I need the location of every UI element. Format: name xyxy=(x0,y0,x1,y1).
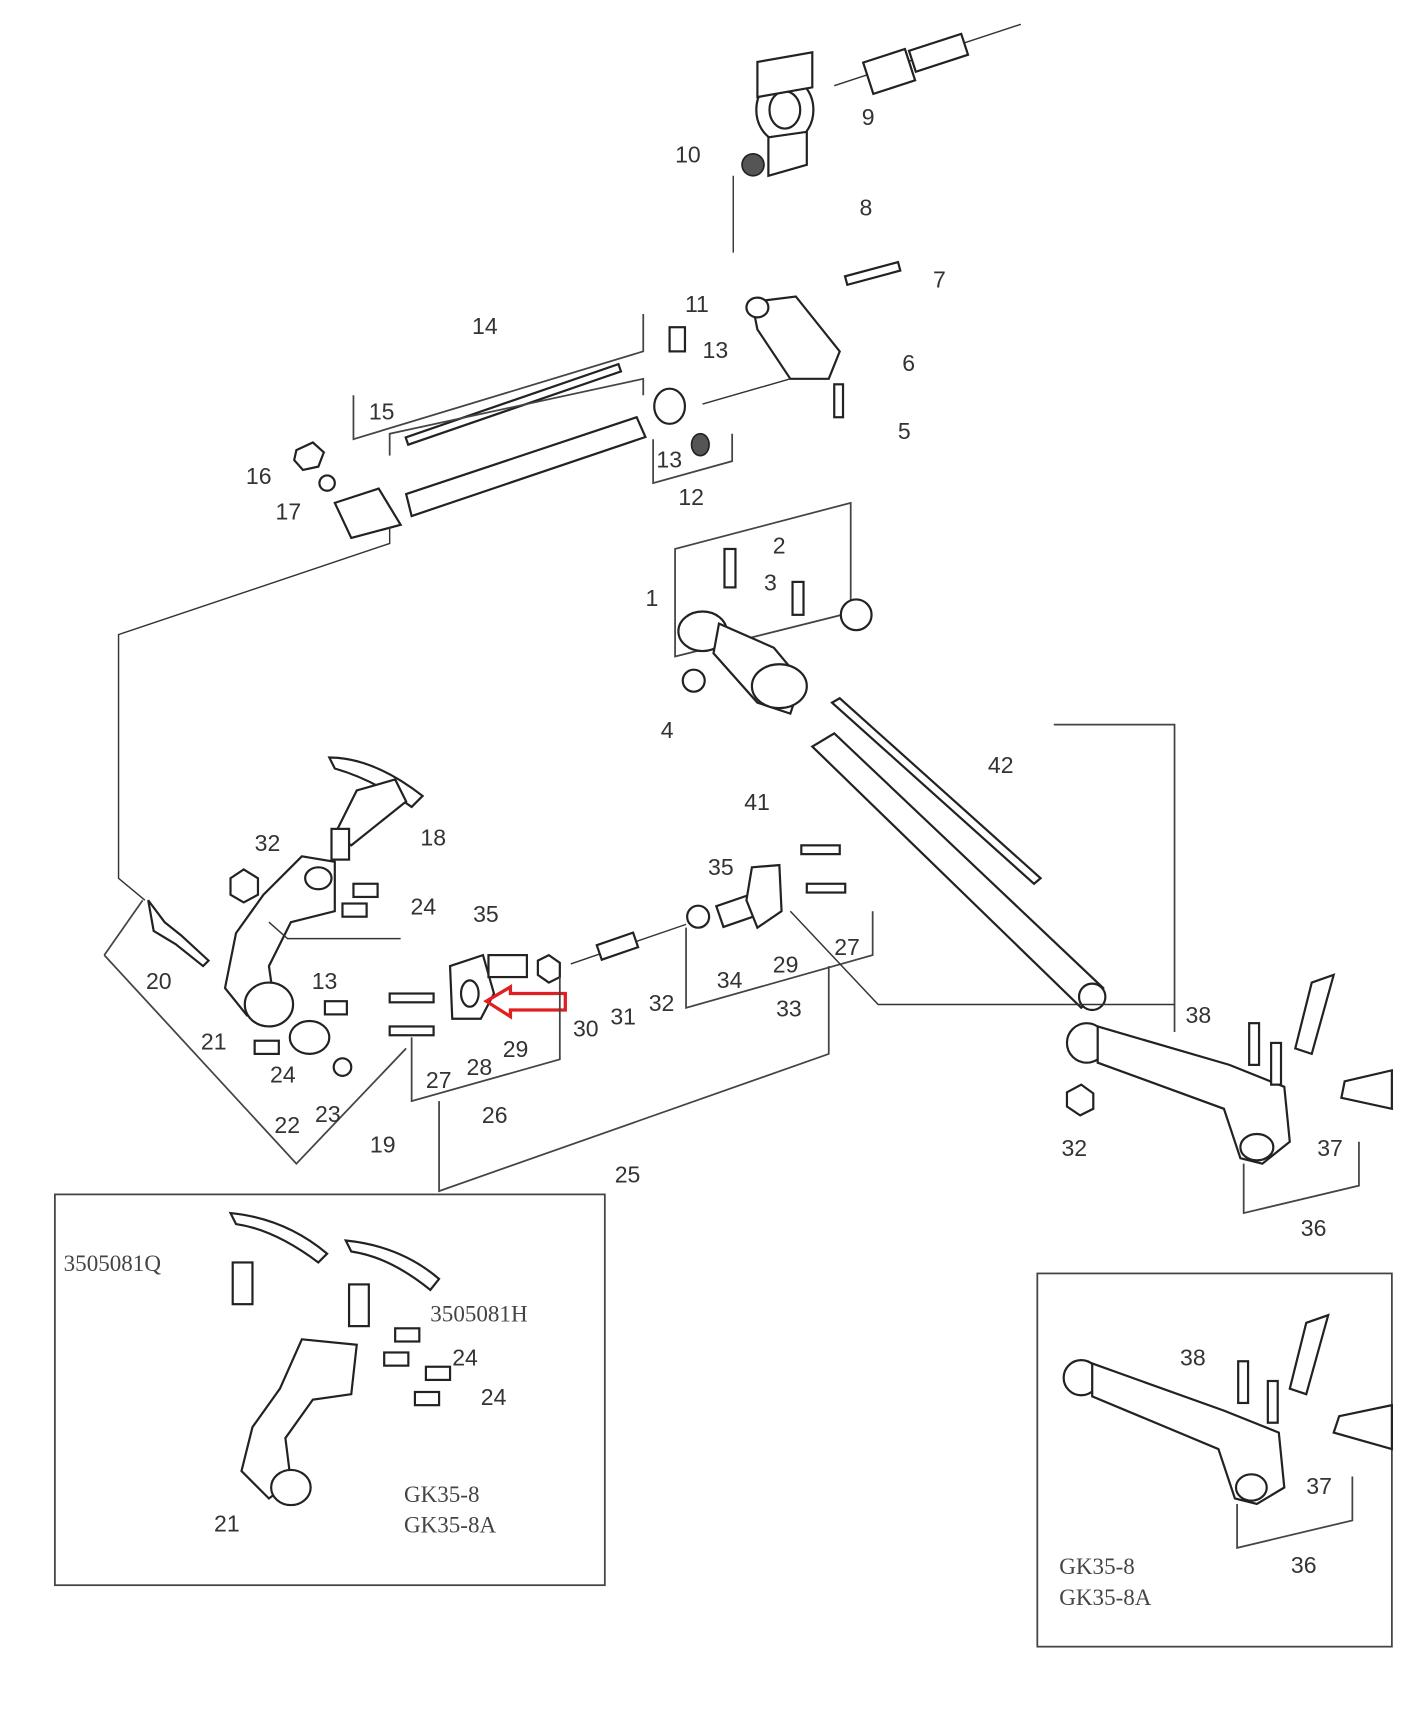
callout-33: 33 xyxy=(776,996,802,1022)
callout-27: 27 xyxy=(834,934,860,960)
part-8-block xyxy=(756,50,814,99)
callout-28: 28 xyxy=(467,1054,493,1080)
part-9-crank xyxy=(755,75,815,178)
callout-8: 8 xyxy=(859,194,872,220)
part-20-stud xyxy=(147,899,211,968)
part-14-shaft xyxy=(333,362,647,540)
callout-42: 42 xyxy=(988,752,1014,778)
callout-16: 16 xyxy=(246,463,272,489)
callout-6: 6 xyxy=(902,350,915,376)
callout-12: 12 xyxy=(678,484,704,510)
inset-left-box xyxy=(54,1193,606,1587)
callout-21: 21 xyxy=(201,1029,227,1055)
callout-10: 10 xyxy=(675,142,701,168)
callout-13: 13 xyxy=(312,968,338,994)
inset-right-parts xyxy=(1062,1313,1393,1549)
model-label: GK35-8 xyxy=(1059,1553,1135,1579)
part-32-nut xyxy=(229,868,260,904)
part-26-block xyxy=(388,953,528,1037)
callout-32: 32 xyxy=(1061,1135,1087,1161)
callout-18: 18 xyxy=(420,824,446,850)
inset-label: 24 xyxy=(481,1384,507,1410)
callout-26: 26 xyxy=(482,1102,508,1128)
callout-9: 9 xyxy=(862,104,875,130)
part-30-nut xyxy=(536,953,561,984)
callout-2: 2 xyxy=(773,532,786,558)
callout-23: 23 xyxy=(315,1101,341,1127)
callout-24: 24 xyxy=(411,893,437,919)
callout-37: 37 xyxy=(1317,1135,1343,1161)
brackets-14-12 xyxy=(117,314,791,901)
callout-27: 27 xyxy=(426,1067,452,1093)
callout-36: 36 xyxy=(1301,1215,1327,1241)
part-16-nut xyxy=(292,441,326,472)
callout-15: 15 xyxy=(369,398,395,424)
part-18-lever xyxy=(327,756,425,861)
callout-14: 14 xyxy=(472,313,498,339)
callout-41: 41 xyxy=(744,789,770,815)
callout-13: 13 xyxy=(656,447,682,473)
part-10-nut xyxy=(741,152,765,177)
callout-1: 1 xyxy=(645,585,658,611)
callout-19: 19 xyxy=(370,1132,396,1158)
callout-32: 32 xyxy=(649,990,675,1016)
model-label: GK35-8A xyxy=(1059,1584,1152,1610)
callout-11: 11 xyxy=(685,291,709,317)
inset-label: 21 xyxy=(214,1510,240,1536)
callout-13: 13 xyxy=(703,337,729,363)
part-24-setscrews xyxy=(253,882,379,1055)
part-23-nut xyxy=(332,1057,353,1077)
part-32-nut-b xyxy=(686,904,711,929)
callout-32: 32 xyxy=(255,830,281,856)
part-6-link xyxy=(745,295,841,380)
callout-38: 38 xyxy=(1186,1002,1212,1028)
part-33-block xyxy=(714,844,847,930)
brackets-lower xyxy=(103,899,1175,1193)
part-5-screw xyxy=(833,383,845,419)
callout-25: 25 xyxy=(615,1161,641,1187)
inset-right-box xyxy=(1036,1272,1393,1648)
part-41-shaft xyxy=(810,732,1107,1012)
callout-20: 20 xyxy=(146,968,172,994)
callout-34: 34 xyxy=(717,967,743,993)
inset-labels: 3505081Q 3505081H 24 24 21 GK35-8 GK35-8… xyxy=(64,1250,1332,1610)
part-21-arm xyxy=(223,855,336,1028)
model-label: GK35-8A xyxy=(404,1511,497,1537)
model-label: GK35-8 xyxy=(404,1481,480,1507)
callout-4: 4 xyxy=(661,717,674,743)
inset-label: 24 xyxy=(452,1345,478,1371)
callout-17: 17 xyxy=(276,498,302,524)
part-36-lever xyxy=(1065,973,1393,1215)
part-17-washer xyxy=(318,474,336,492)
part-31-rod xyxy=(570,923,687,965)
shaft-top xyxy=(834,23,1022,96)
callout-31: 31 xyxy=(610,1003,636,1029)
callout-5: 5 xyxy=(898,418,911,444)
inset-label: 38 xyxy=(1180,1345,1206,1371)
callout-35: 35 xyxy=(708,854,734,880)
inset-left-parts xyxy=(228,1211,452,1507)
part-1-assembly xyxy=(674,501,873,716)
highlight-arrow xyxy=(483,984,567,1020)
part-number-3505081H: 3505081H xyxy=(430,1301,527,1327)
callout-3: 3 xyxy=(764,570,777,596)
part-32-nut-c xyxy=(1065,1083,1095,1117)
inset-label: 37 xyxy=(1306,1473,1332,1499)
callout-29: 29 xyxy=(773,952,799,978)
callout-24: 24 xyxy=(270,1061,296,1087)
callout-30: 30 xyxy=(573,1015,599,1041)
part-22-collar xyxy=(288,1019,331,1055)
part-7-pin xyxy=(843,260,902,287)
callout-7: 7 xyxy=(933,267,946,293)
callout-22: 22 xyxy=(274,1112,300,1138)
part-12-collar xyxy=(653,387,710,457)
callout-35: 35 xyxy=(473,901,499,927)
callout-29: 29 xyxy=(503,1036,529,1062)
part-13-setscrew xyxy=(668,326,687,353)
part-number-3505081Q: 3505081Q xyxy=(64,1250,162,1276)
part-42-pin xyxy=(830,696,1043,886)
inset-label: 36 xyxy=(1291,1552,1317,1578)
